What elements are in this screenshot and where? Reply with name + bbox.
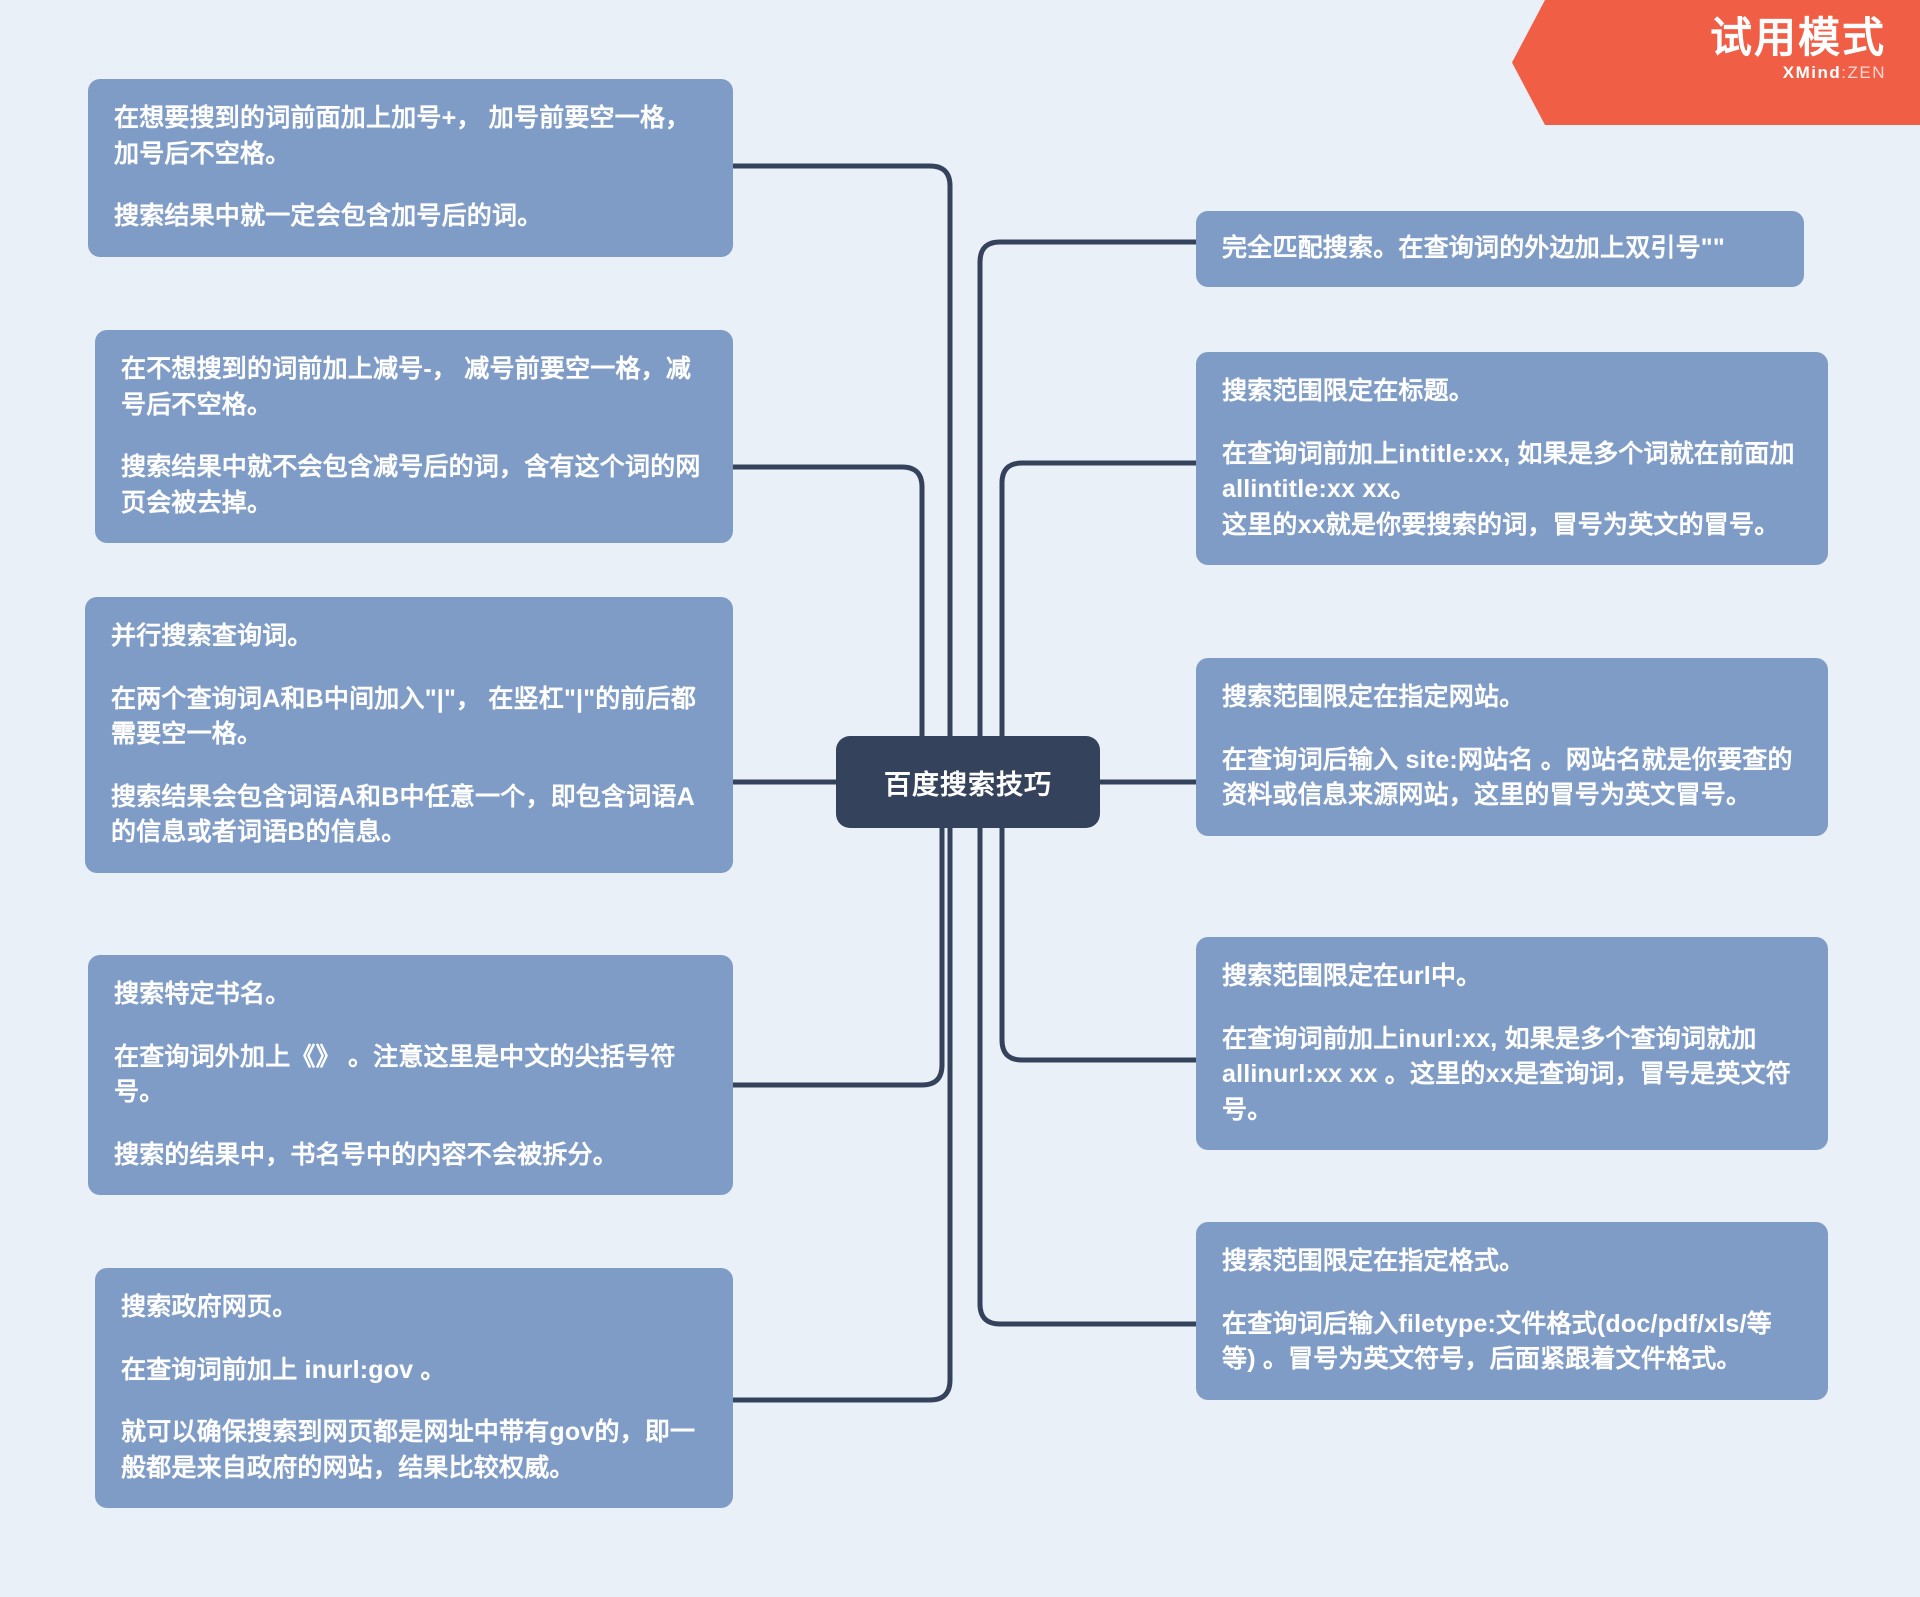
node-paragraph: 在不想搜到的词前加上减号-， 减号前要空一格，减号后不空格。 [121, 355, 692, 419]
node-paragraph: 完全匹配搜索。在查询词的外边加上双引号"" [1222, 234, 1725, 262]
central-topic[interactable]: 百度搜索技巧 [836, 736, 1100, 828]
connector-left-1 [730, 163, 953, 785]
node-gov-pages[interactable]: 搜索政府网页。 在查询词前加上 inurl:gov 。 就可以确保搜索到网页都是… [95, 1268, 733, 1508]
connector-right-2 [999, 460, 1199, 785]
node-intitle[interactable]: 搜索范围限定在标题。 在查询词前加上intitle:xx, 如果是多个词就在前面… [1196, 352, 1828, 565]
node-paragraph: 在查询词外加上《》 。注意这里是中文的尖括号符号。 [114, 1042, 676, 1107]
node-paragraph: 搜索特定书名。 [114, 980, 291, 1008]
xmind-brand: XMind:ZEN [1512, 64, 1886, 81]
node-paragraph: 搜索范围限定在标题。 [1222, 377, 1475, 405]
node-paragraph: 搜索结果会包含词语A和B中任意一个，即包含词语A的信息或者词语B的信息。 [111, 782, 695, 847]
node-site[interactable]: 搜索范围限定在指定网站。 在查询词后输入 site:网站名 。网站名就是你要查的… [1196, 658, 1828, 836]
connector-left-5 [730, 779, 953, 1403]
connector-left-2 [730, 464, 925, 785]
xmind-brand-suffix: ZEN [1847, 63, 1886, 83]
node-paragraph: 搜索结果中就不会包含减号后的词，含有这个词的网页会被去掉。 [121, 453, 701, 517]
node-plus-operator[interactable]: 在想要搜到的词前面加上加号+， 加号前要空一格，加号后不空格。 搜索结果中就一定… [88, 79, 733, 257]
node-paragraph: 在查询词后输入filetype:文件格式(doc/pdf/xls/等等) 。冒号… [1222, 1309, 1772, 1374]
node-paragraph: 搜索范围限定在指定格式。 [1222, 1247, 1525, 1275]
node-paragraph: 这里的xx就是你要搜索的词，冒号为英文的冒号。 [1222, 510, 1780, 539]
node-paragraph: 搜索范围限定在指定网站。 [1222, 683, 1525, 711]
node-paragraph: 搜索政府网页。 [121, 1293, 298, 1321]
xmind-brand-separator: : [1841, 63, 1848, 83]
node-paragraph: 在两个查询词A和B中间加入"|"， 在竖杠"|"的前后都需要空一格。 [111, 684, 697, 749]
connector-right-5 [977, 779, 1199, 1327]
trial-mode-badge[interactable]: 试用模式 XMind:ZEN [1512, 0, 1920, 125]
node-inurl[interactable]: 搜索范围限定在url中。 在查询词前加上inurl:xx, 如果是多个查询词就加… [1196, 937, 1828, 1150]
node-paragraph: 在查询词前加上inurl:xx, 如果是多个查询词就加allinurl:xx x… [1222, 1024, 1791, 1124]
node-paragraph: 搜索结果中就一定会包含加号后的词。 [114, 202, 543, 230]
node-paragraph: 搜索的结果中，书名号中的内容不会被拆分。 [114, 1140, 619, 1169]
central-topic-label: 百度搜索技巧 [884, 769, 1052, 800]
node-paragraph: 在查询词前加上intitle:xx, 如果是多个词就在前面加allintitle… [1222, 439, 1795, 504]
node-pipe-operator[interactable]: 并行搜索查询词。 在两个查询词A和B中间加入"|"， 在竖杠"|"的前后都需要空… [85, 597, 733, 873]
node-exact-match[interactable]: 完全匹配搜索。在查询词的外边加上双引号"" [1196, 211, 1804, 287]
node-book-title[interactable]: 搜索特定书名。 在查询词外加上《》 。注意这里是中文的尖括号符号。 搜索的结果中… [88, 955, 733, 1195]
node-paragraph: 在查询词前加上 inurl:gov 。 [121, 1355, 446, 1384]
node-filetype[interactable]: 搜索范围限定在指定格式。 在查询词后输入filetype:文件格式(doc/pd… [1196, 1222, 1828, 1400]
node-minus-operator[interactable]: 在不想搜到的词前加上减号-， 减号前要空一格，减号后不空格。 搜索结果中就不会包… [95, 330, 733, 543]
node-paragraph: 并行搜索查询词。 [111, 622, 313, 650]
node-paragraph: 就可以确保搜索到网页都是网址中带有gov的，即一般都是来自政府的网站，结果比较权… [121, 1418, 696, 1482]
node-paragraph: 在查询词后输入 site:网站名 。网站名就是你要查的资料或信息来源网站，这里的… [1222, 745, 1793, 810]
connector-right-1 [977, 239, 1199, 785]
trial-mode-title: 试用模式 [1709, 14, 1886, 61]
node-paragraph: 搜索范围限定在url中。 [1222, 962, 1482, 990]
xmind-brand-main: XMind [1782, 63, 1842, 83]
node-paragraph: 在想要搜到的词前面加上加号+， 加号前要空一格，加号后不空格。 [114, 104, 691, 168]
